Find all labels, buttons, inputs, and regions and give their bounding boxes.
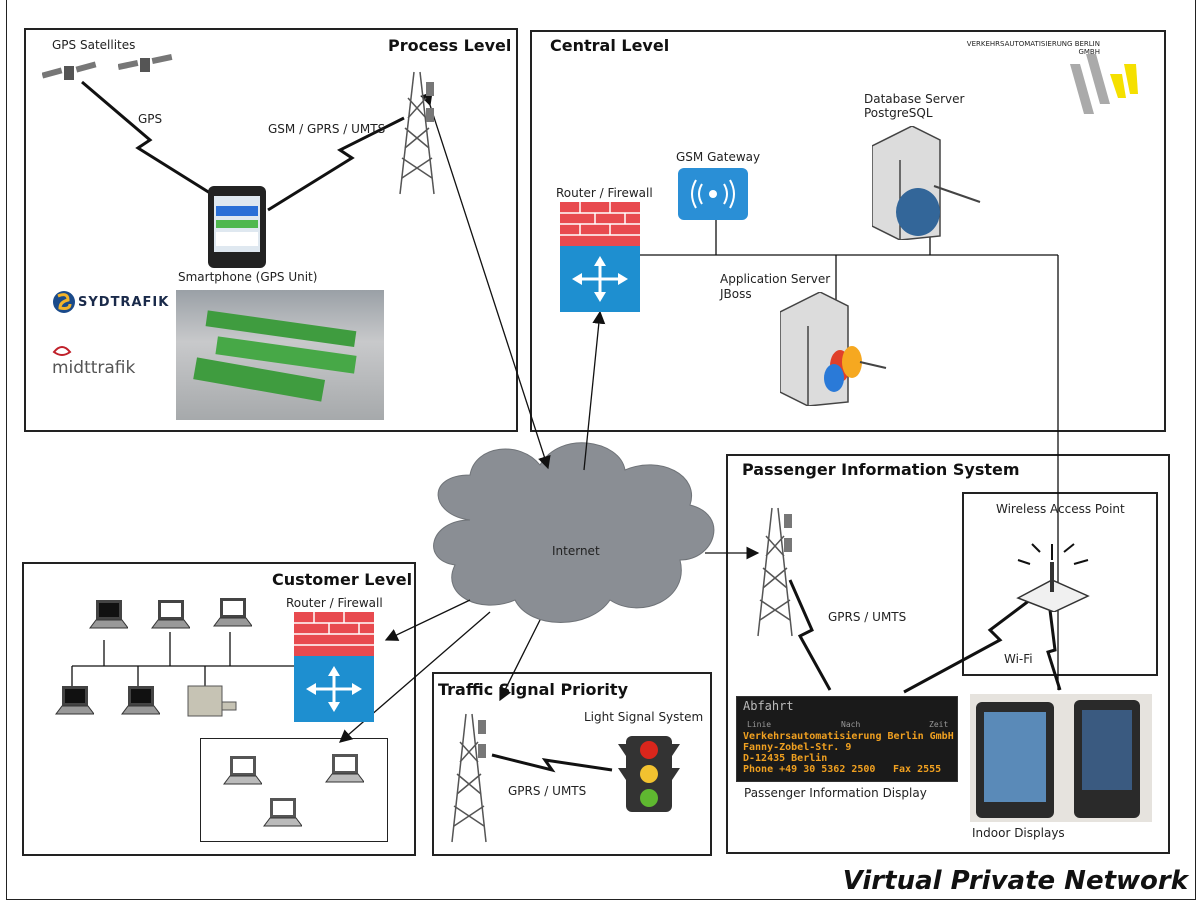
midttrafik-text: midttrafik bbox=[52, 358, 136, 378]
process-level-title: Process Level bbox=[388, 36, 512, 55]
laptop-icon bbox=[223, 756, 262, 785]
laptop-icon bbox=[121, 686, 160, 715]
gsm-gateway-label: GSM Gateway bbox=[676, 150, 761, 164]
display-col3: Zeit bbox=[929, 720, 949, 729]
sydtrafik-text: SYDTRAFIK bbox=[78, 295, 170, 310]
db-name-label: PostgreSQL bbox=[864, 106, 933, 120]
application-server-icon bbox=[780, 292, 887, 406]
tower-icon bbox=[399, 71, 435, 195]
db-server-label: Database Server bbox=[864, 92, 965, 106]
laptop-icon bbox=[325, 754, 364, 783]
traffic-light-icon bbox=[618, 736, 680, 812]
gps-satellites-label: GPS Satellites bbox=[52, 38, 136, 52]
satellite-icon bbox=[118, 53, 173, 72]
display-col1: Linie bbox=[747, 720, 772, 729]
traffic-signal-title: Traffic Signal Priority bbox=[438, 680, 628, 699]
display-line4b: Fax 2555 bbox=[893, 764, 942, 775]
customer-router-label: Router / Firewall bbox=[286, 596, 383, 610]
wap-label: Wireless Access Point bbox=[996, 502, 1125, 516]
light-signal-label: Light Signal System bbox=[584, 710, 704, 724]
laptop-icon bbox=[213, 598, 252, 627]
smartphone-label: Smartphone (GPS Unit) bbox=[178, 270, 318, 284]
diagram-frame bbox=[6, 0, 1196, 900]
app-name-label: JBoss bbox=[720, 287, 752, 301]
wifi-label: Wi-Fi bbox=[1004, 652, 1033, 666]
gsm-link-label: GSM / GPRS / UMTS bbox=[268, 122, 386, 136]
database-server-icon bbox=[872, 126, 981, 240]
vpn-label: Virtual Private Network bbox=[842, 866, 1188, 896]
display-line1: Verkehrsautomatisierung Berlin GmbH bbox=[743, 731, 954, 742]
customer-firewall-router-icon bbox=[294, 612, 374, 722]
laptop-icon bbox=[89, 600, 128, 629]
satellite-icon bbox=[42, 61, 97, 80]
indoor-displays-photo bbox=[970, 694, 1152, 822]
display-header: Abfahrt bbox=[743, 699, 794, 713]
display-line3: D-12435 Berlin bbox=[743, 753, 828, 764]
company-logo bbox=[1070, 54, 1138, 114]
app-server-label: Application Server bbox=[720, 272, 831, 286]
display-line4: Phone +49 30 5362 2500 bbox=[743, 764, 876, 775]
gps-label: GPS bbox=[138, 112, 163, 126]
smartphone-icon bbox=[208, 186, 266, 268]
tower-icon bbox=[757, 507, 793, 637]
midttrafik-logo bbox=[52, 346, 72, 356]
bus-station-photo bbox=[176, 290, 384, 420]
passenger-info-display: Abfahrt Linie Nach Zeit Verkehrsautomati… bbox=[736, 696, 958, 782]
laptop-icon bbox=[263, 798, 302, 827]
display-line2: Fanny-Zobel-Str. 9 bbox=[743, 742, 852, 753]
wireless-access-point-icon bbox=[1016, 543, 1090, 612]
pid-label: Passenger Information Display bbox=[744, 786, 927, 800]
display-col2: Nach bbox=[841, 720, 861, 729]
customer-level-title: Customer Level bbox=[272, 570, 413, 589]
gsm-gateway-icon bbox=[678, 168, 748, 220]
pis-gprs-label: GPRS / UMTS bbox=[828, 610, 907, 624]
internet-cloud bbox=[433, 442, 715, 623]
central-router-label: Router / Firewall bbox=[556, 186, 653, 200]
tower-icon bbox=[451, 713, 487, 843]
company-name: VERKEHRSAUTOMATISIERUNG BERLIN GMBH bbox=[966, 40, 1100, 56]
laptop-icon bbox=[55, 686, 94, 715]
laptop-icon bbox=[151, 600, 190, 629]
pis-title: Passenger Information System bbox=[742, 460, 1020, 479]
indoor-displays-label: Indoor Displays bbox=[972, 826, 1065, 840]
firewall-router-icon bbox=[560, 202, 640, 312]
central-level-title: Central Level bbox=[550, 36, 670, 55]
internet-label: Internet bbox=[552, 544, 600, 558]
sydtrafik-logo bbox=[53, 291, 75, 313]
printer-icon bbox=[187, 685, 237, 717]
traffic-gprs-label: GPRS / UMTS bbox=[508, 784, 587, 798]
